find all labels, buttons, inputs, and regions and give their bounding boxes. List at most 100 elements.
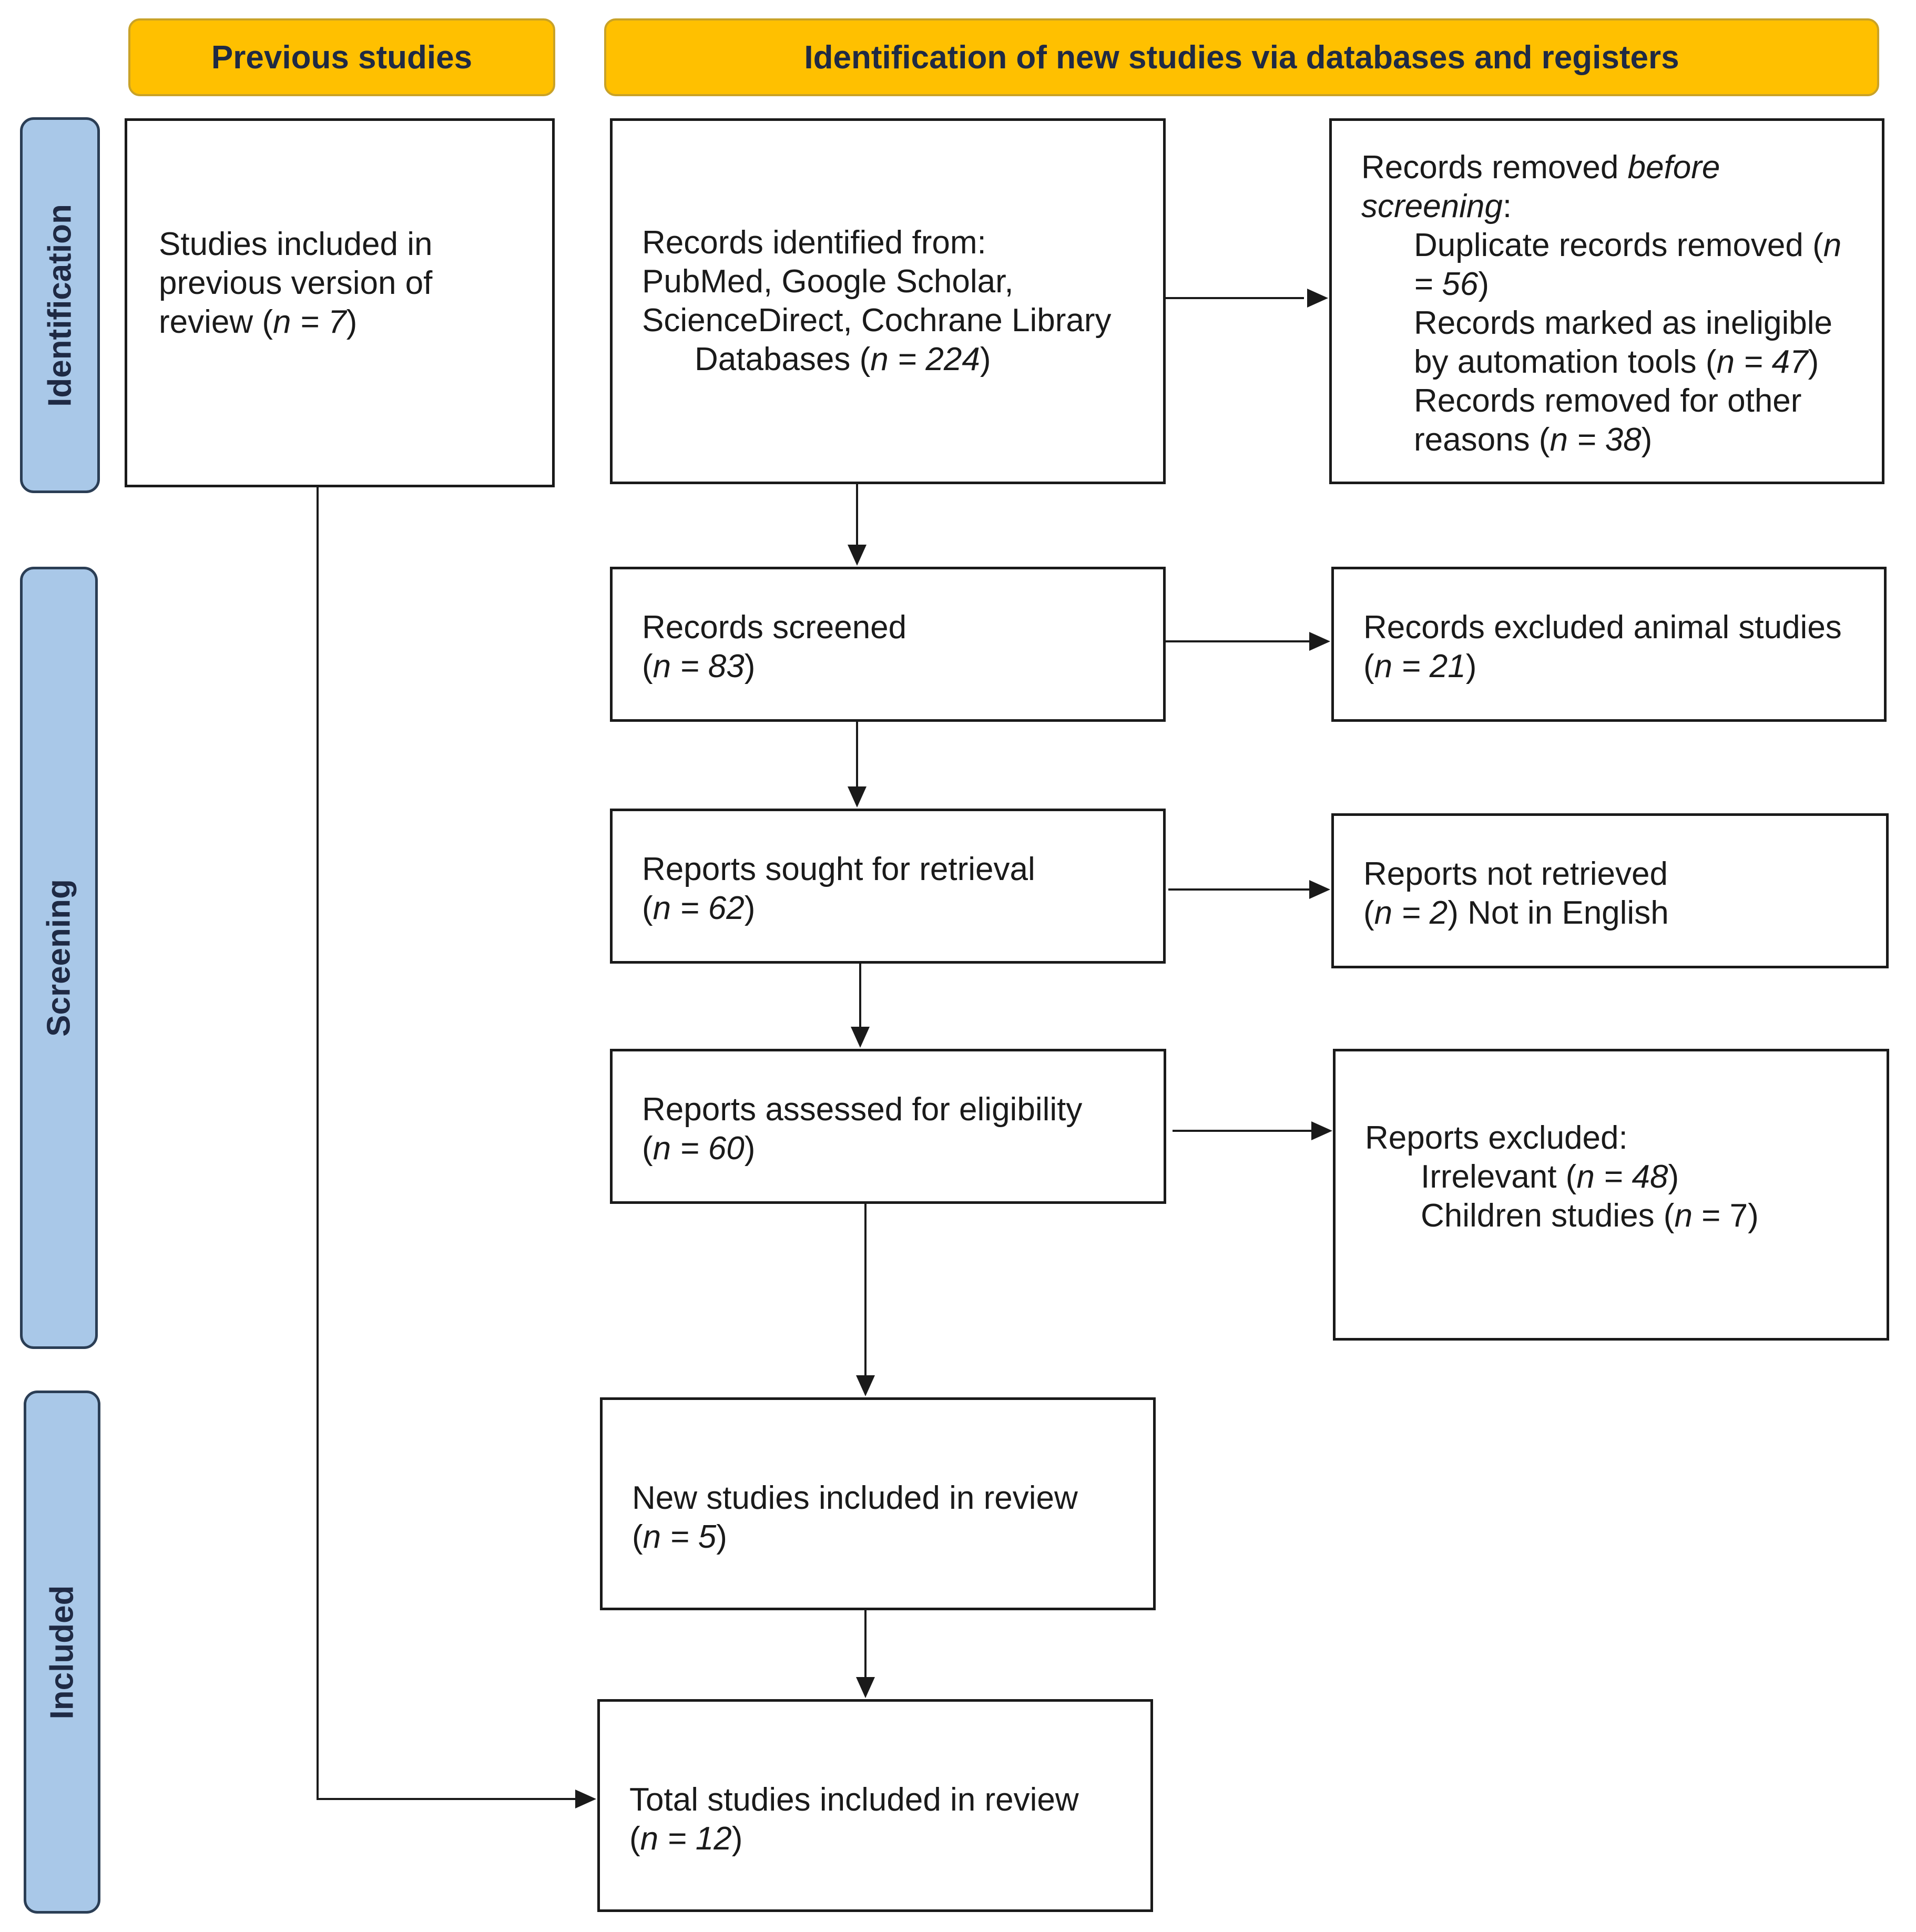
records-screened-box: Records screened (n = 83) <box>610 567 1166 722</box>
other-reasons-prefix: reasons ( <box>1414 422 1550 458</box>
records-identified-line-2: PubMed, Google Scholar, <box>642 263 1014 300</box>
children-prefix: Children studies ( <box>1421 1198 1675 1234</box>
records-identified-line-1: Records identified from: <box>642 224 986 261</box>
reports-assessed-open: ( <box>642 1130 653 1167</box>
other-reasons-n: n = 38 <box>1550 422 1642 458</box>
ineligible-line-1: Records marked as ineligible <box>1414 305 1833 341</box>
records-excluded-title: Records excluded animal studies <box>1363 609 1842 646</box>
new-studies-title: New studies included in review <box>632 1480 1078 1516</box>
previous-line-2: previous version of <box>159 265 433 301</box>
records-excluded-box: Records excluded animal studies (n = 21) <box>1331 567 1887 722</box>
previous-suffix: ) <box>346 304 358 340</box>
arrow-previous-to-total <box>317 487 596 1808</box>
other-reasons-suffix: ) <box>1641 422 1653 458</box>
new-studies-open: ( <box>632 1519 643 1555</box>
reports-sought-close: ) <box>744 890 756 926</box>
previous-line-1: Studies included in <box>159 226 433 262</box>
records-screened-count: (n = 83) <box>642 647 1163 686</box>
header-new-label: Identification of new studies via databa… <box>804 39 1679 76</box>
arrow-new-to-total <box>856 1610 875 1698</box>
records-excluded-count: (n = 21) <box>1363 647 1884 686</box>
children-n-value: = 7 <box>1692 1198 1748 1234</box>
phase-screening: Screening <box>20 567 98 1349</box>
records-identified-prefix: Databases ( <box>695 341 871 377</box>
records-excluded-close: ) <box>1465 648 1477 684</box>
duplicate-prefix: Duplicate records removed ( <box>1414 227 1823 263</box>
records-screened-n: n = 83 <box>653 648 745 684</box>
previous-line-3-prefix: review ( <box>159 304 273 340</box>
children-line: Children studies (n = 7) <box>1365 1197 1887 1235</box>
total-studies-title: Total studies included in review <box>629 1782 1079 1818</box>
reports-excluded-title: Reports excluded: <box>1365 1120 1628 1156</box>
arrow-sought-to-not-retrieved <box>1168 880 1330 899</box>
duplicate-n-letter: n <box>1823 227 1842 263</box>
records-removed-box: Records removed before screening: Duplic… <box>1329 118 1884 484</box>
records-removed-title-suffix: : <box>1502 188 1512 224</box>
records-identified-suffix: ) <box>980 341 991 377</box>
reports-assessed-close: ) <box>744 1130 756 1167</box>
records-screened-title: Records screened <box>642 609 907 646</box>
total-studies-open: ( <box>629 1821 640 1857</box>
reports-not-retrieved-box: Reports not retrieved (n = 2) Not in Eng… <box>1331 813 1889 968</box>
duplicate-records-line-1: Duplicate records removed (n <box>1361 226 1882 265</box>
children-suffix: ) <box>1748 1198 1759 1234</box>
records-removed-title-emph2: screening <box>1361 188 1503 224</box>
records-screened-close: ) <box>744 648 756 684</box>
reports-sought-open: ( <box>642 890 653 926</box>
irrelevant-suffix: ) <box>1668 1159 1679 1195</box>
arrow-identified-to-removed <box>1166 289 1328 308</box>
new-studies-box: New studies included in review (n = 5) <box>600 1397 1156 1610</box>
total-studies-count: (n = 12) <box>629 1819 1150 1858</box>
records-identified-line-4: Databases (n = 224) <box>642 340 1163 379</box>
duplicate-n-value: = 56 <box>1414 266 1479 302</box>
reports-not-retrieved-count: (n = 2) Not in English <box>1363 894 1886 933</box>
records-excluded-open: ( <box>1363 648 1374 684</box>
irrelevant-prefix: Irrelevant ( <box>1421 1159 1577 1195</box>
ineligible-prefix: by automation tools ( <box>1414 344 1717 380</box>
arrow-identified-to-screened <box>848 484 867 566</box>
records-screened-open: ( <box>642 648 653 684</box>
new-studies-close: ) <box>716 1519 727 1555</box>
new-studies-count: (n = 5) <box>632 1518 1153 1557</box>
ineligible-suffix: ) <box>1808 344 1819 380</box>
duplicate-suffix: ) <box>1478 266 1490 302</box>
header-previous-label: Previous studies <box>211 39 473 76</box>
records-removed-title-emph: before <box>1627 149 1720 186</box>
irrelevant-line: Irrelevant (n = 48) <box>1365 1158 1887 1197</box>
records-identified-n: n = 224 <box>870 341 980 377</box>
reports-not-retrieved-close: ) Not in English <box>1448 895 1669 931</box>
reports-not-retrieved-title: Reports not retrieved <box>1363 856 1668 892</box>
reports-sought-n: n = 62 <box>653 890 745 926</box>
reports-assessed-n: n = 60 <box>653 1130 745 1167</box>
reports-sought-title: Reports sought for retrieval <box>642 851 1035 887</box>
reports-sought-box: Reports sought for retrieval (n = 62) <box>610 809 1166 964</box>
reports-assessed-box: Reports assessed for eligibility (n = 60… <box>610 1049 1166 1204</box>
new-studies-n: n = 5 <box>643 1519 717 1555</box>
phase-included: Included <box>24 1391 100 1914</box>
arrow-assessed-to-excluded <box>1173 1121 1332 1140</box>
records-identified-line-3: ScienceDirect, Cochrane Library <box>642 302 1112 339</box>
previous-line-3: review (n = 7) <box>159 303 552 342</box>
other-reasons-line-1: Records removed for other <box>1414 383 1802 419</box>
duplicate-records-line-2: = 56) <box>1361 265 1882 304</box>
records-identified-box: Records identified from: PubMed, Google … <box>610 118 1166 484</box>
total-studies-n: n = 12 <box>640 1821 732 1857</box>
irrelevant-n: n = 48 <box>1576 1159 1668 1195</box>
phase-identification: Identification <box>20 117 100 493</box>
previous-n: n = 7 <box>273 304 346 340</box>
reports-excluded-box: Reports excluded: Irrelevant (n = 48) Ch… <box>1333 1049 1889 1341</box>
header-new-studies: Identification of new studies via databa… <box>604 18 1879 96</box>
records-excluded-n: n = 21 <box>1374 648 1466 684</box>
records-removed-title-prefix: Records removed <box>1361 149 1628 186</box>
records-removed-title-2: screening: <box>1361 187 1882 226</box>
total-studies-close: ) <box>731 1821 743 1857</box>
arrow-screened-to-sought <box>848 722 867 807</box>
children-n-letter: n <box>1674 1198 1693 1234</box>
total-studies-box: Total studies included in review (n = 12… <box>597 1699 1153 1912</box>
reports-not-retrieved-open: ( <box>1363 895 1374 931</box>
previous-studies-box: Studies included in previous version of … <box>125 118 555 487</box>
reports-assessed-count: (n = 60) <box>642 1129 1164 1168</box>
header-previous-studies: Previous studies <box>128 18 555 96</box>
